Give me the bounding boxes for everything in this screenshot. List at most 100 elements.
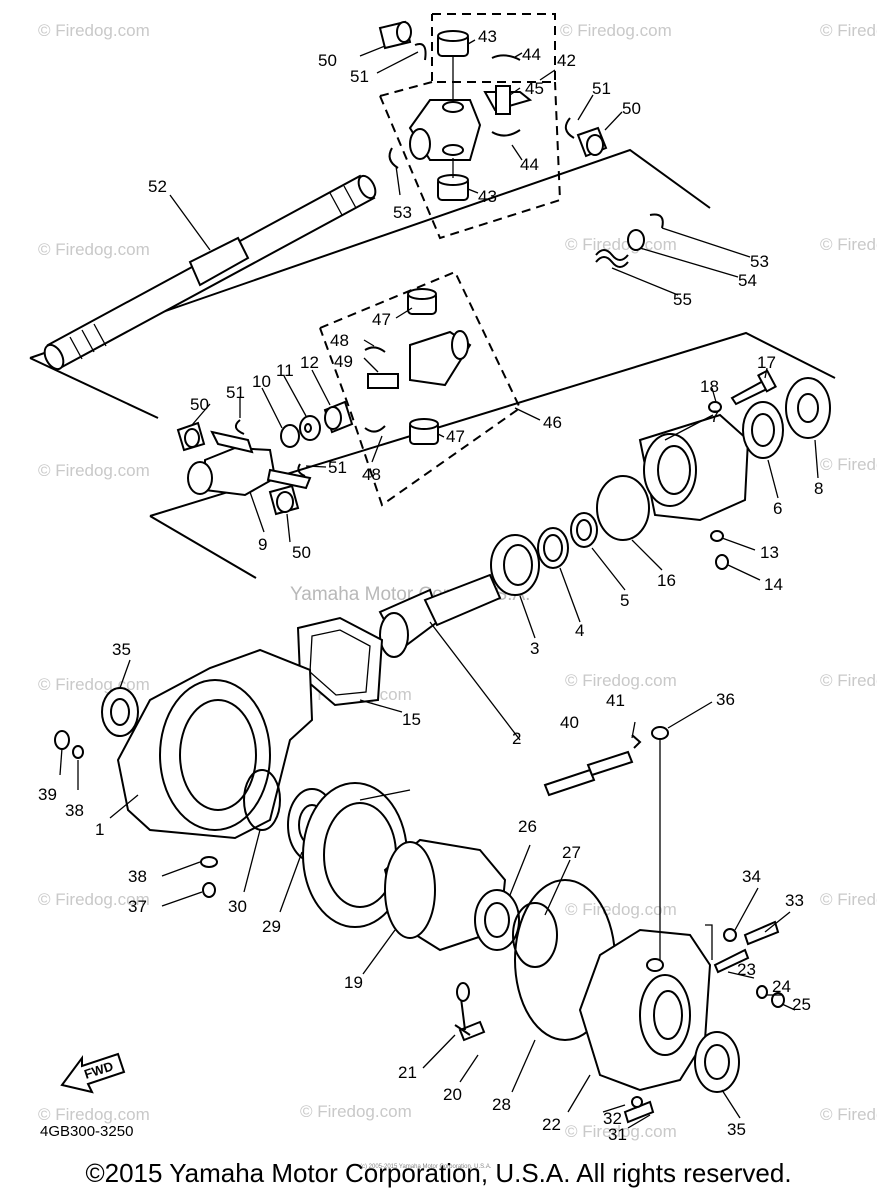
part-label-28: 28 <box>492 1095 511 1114</box>
drive-shaft <box>43 174 377 371</box>
part-label-50: 50 <box>318 51 337 70</box>
part-label-11: 11 <box>276 361 294 380</box>
watermark: © Firedog.com <box>565 235 677 254</box>
part-label-34: 34 <box>742 867 761 886</box>
part-label-35: 35 <box>727 1120 746 1139</box>
diagram-code: 4GB300-3250 <box>40 1123 133 1140</box>
part-label-45: 45 <box>525 79 544 98</box>
fine-print: (c) 2005-2015 Yamaha Motor Corporation, … <box>360 1164 492 1170</box>
part-label-21: 21 <box>398 1063 417 1082</box>
part-label-12: 12 <box>300 353 319 372</box>
part-label-27: 27 <box>562 843 581 862</box>
part-label-53: 53 <box>393 203 412 222</box>
part-label-51: 51 <box>592 79 611 98</box>
part-label-2: 2 <box>512 729 521 748</box>
part-label-18: 18 <box>700 377 719 396</box>
part-label-51: 51 <box>226 383 245 402</box>
part-label-5: 5 <box>620 591 629 610</box>
part-label-43: 43 <box>478 187 497 206</box>
part-label-55: 55 <box>673 290 692 309</box>
part-label-17: 17 <box>757 353 776 372</box>
part-label-15: 15 <box>402 710 421 729</box>
part-label-14: 14 <box>764 575 783 594</box>
part-label-16: 16 <box>657 571 676 590</box>
part-label-52: 52 <box>148 177 167 196</box>
part-label-3: 3 <box>530 639 539 658</box>
watermark: © Firedog.com <box>38 675 150 694</box>
part-label-31: 31 <box>608 1125 627 1144</box>
boundary-lines <box>29 13 836 579</box>
part-label-43: 43 <box>478 27 497 46</box>
watermark: © Firedog.com <box>300 1102 412 1121</box>
part-label-25: 25 <box>792 995 811 1014</box>
part-label-41: 41 <box>606 691 625 710</box>
watermark: © Firedog.com <box>820 671 877 690</box>
part-label-20: 20 <box>443 1085 462 1104</box>
part-label-48: 48 <box>362 465 381 484</box>
part-label-54: 54 <box>738 271 757 290</box>
watermark: © Firedog.com <box>38 21 150 40</box>
watermark: © Firedog.com <box>820 455 877 474</box>
watermark: © Firedog.com <box>565 900 677 919</box>
gear-housing <box>54 648 314 898</box>
rear-cover <box>454 920 785 1124</box>
part-label-48: 48 <box>330 331 349 350</box>
part-label-44: 44 <box>522 45 541 64</box>
part-label-1: 1 <box>95 820 104 839</box>
part-label-51: 51 <box>350 67 369 86</box>
watermark: © Firedog.com <box>38 890 150 909</box>
copyright-notice: ©2015 Yamaha Motor Corporation, U.S.A. A… <box>85 1158 792 1188</box>
ring-gear-assembly <box>287 782 616 1041</box>
part-label-38: 38 <box>65 801 84 820</box>
leader-lines <box>59 39 819 1129</box>
watermark: © Firedog.com <box>565 1122 677 1141</box>
part-label-40: 40 <box>560 713 579 732</box>
part-label-13: 13 <box>760 543 779 562</box>
part-label-47: 47 <box>372 310 391 329</box>
upper-universal-joint <box>378 20 664 268</box>
lower-universal-joint <box>176 288 472 516</box>
part-label-4: 4 <box>575 621 584 640</box>
part-label-51: 51 <box>328 458 347 477</box>
part-label-47: 47 <box>446 427 465 446</box>
part-label-53: 53 <box>750 252 769 271</box>
part-label-36: 36 <box>716 690 735 709</box>
part-label-37: 37 <box>128 897 147 916</box>
watermark: © Firedog.com <box>38 240 150 259</box>
watermark: © Firedog.com <box>560 21 672 40</box>
part-label-30: 30 <box>228 897 247 916</box>
watermark: © Firedog.com <box>38 461 150 480</box>
part-label-49: 49 <box>334 352 353 371</box>
part-label-9: 9 <box>258 535 267 554</box>
part-label-23: 23 <box>737 960 756 979</box>
watermark: © Firedog.com <box>820 1105 877 1124</box>
part-label-44: 44 <box>520 155 539 174</box>
watermark: © Firedog.com <box>565 671 677 690</box>
part-label-26: 26 <box>518 817 537 836</box>
part-label-42: 42 <box>557 51 576 70</box>
part-label-35: 35 <box>112 640 131 659</box>
part-labels: 50 51 43 44 42 45 51 50 44 43 53 52 53 5… <box>38 27 823 1144</box>
part-label-33: 33 <box>785 891 804 910</box>
watermark: © Firedog.com <box>820 235 877 254</box>
watermark: © Firedog.com <box>38 1105 150 1124</box>
part-label-38: 38 <box>128 867 147 886</box>
watermark: © Firedog.com <box>820 21 877 40</box>
part-label-6: 6 <box>773 499 782 518</box>
part-label-39: 39 <box>38 785 57 804</box>
pinion-cluster <box>378 369 831 658</box>
part-label-50: 50 <box>190 395 209 414</box>
part-label-8: 8 <box>814 479 823 498</box>
bolts-and-pins <box>543 726 669 960</box>
part-label-22: 22 <box>542 1115 561 1134</box>
part-label-10: 10 <box>252 372 271 391</box>
part-label-46: 46 <box>543 413 562 432</box>
part-label-50: 50 <box>622 99 641 118</box>
part-label-7: 7 <box>710 407 719 426</box>
part-label-24: 24 <box>772 977 791 996</box>
part-label-32: 32 <box>603 1109 622 1128</box>
part-label-50: 50 <box>292 543 311 562</box>
part-label-29: 29 <box>262 917 281 936</box>
part-label-19: 19 <box>344 973 363 992</box>
